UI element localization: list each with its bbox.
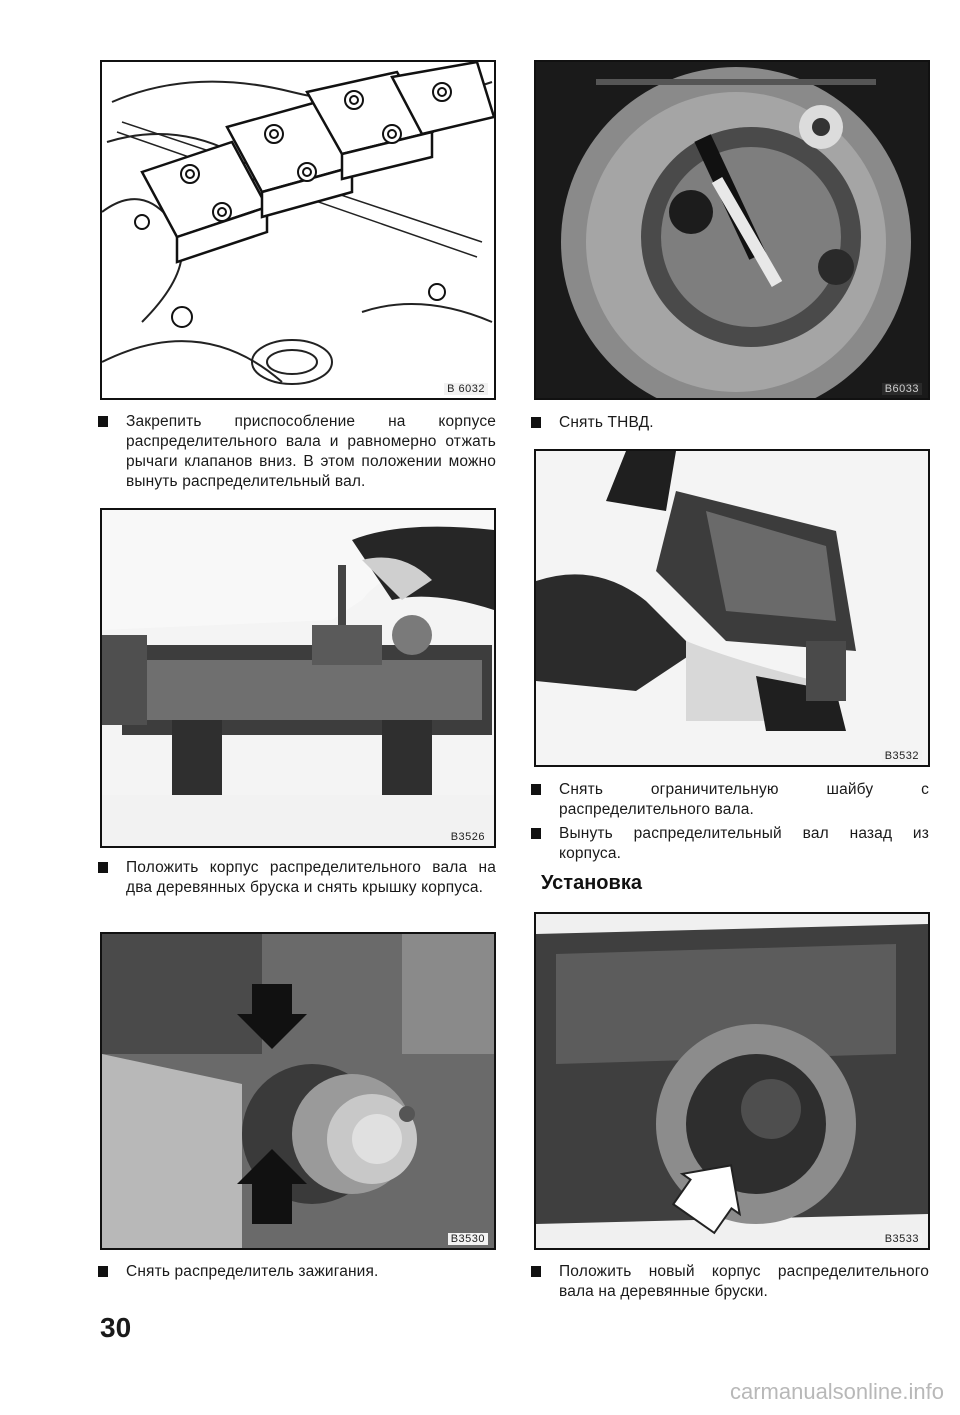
figure-label: B3526 [447, 831, 488, 843]
paragraph-remove-distributor: Снять распределитель зажигания. [98, 1262, 496, 1282]
paragraph-thrust-washer: Снять ограничительную шайбу с распредели… [531, 780, 929, 820]
bullet [531, 417, 541, 428]
paragraph-new-housing: Положить новый корпус распределительного… [531, 1262, 929, 1302]
bullet [531, 1266, 541, 1277]
figure-b3532: B3532 [534, 449, 930, 767]
figure-label: B3533 [881, 1233, 922, 1245]
page-number: 30 [100, 1312, 132, 1343]
figure-b3533: B3533 [534, 912, 930, 1250]
figure-label: B3530 [447, 1233, 488, 1245]
valve-tool-drawing [102, 62, 494, 385]
figure-b6032: B 6032 [100, 60, 496, 400]
figure-b3526: B3526 [100, 508, 496, 848]
figure-label: B 6032 [444, 383, 488, 395]
bullet [531, 828, 541, 839]
paragraph-wooden-blocks: Положить корпус распределительного вала … [98, 858, 496, 898]
watermark: carmanualsonline.info [729, 1379, 944, 1404]
pump-flange-photo [561, 67, 911, 398]
camshaft-housing-photo [102, 510, 494, 846]
paragraph-pull-camshaft: Вынуть распределительный вал назад из ко… [531, 824, 929, 864]
paragraph-remove-injection-pump: Снять ТНВД. [531, 413, 929, 433]
figure-label: B6033 [881, 383, 922, 395]
bullet [531, 784, 541, 795]
bullet [98, 1266, 108, 1277]
bullet [98, 862, 108, 873]
paragraph-fix-tool: Закрепить приспособление на корпусе расп… [98, 412, 496, 492]
remove-camshaft-photo [536, 451, 856, 731]
section-heading: Установка [541, 872, 642, 894]
figure-b6033: B6033 [534, 60, 930, 400]
bullet [98, 416, 108, 427]
figure-label: B3532 [881, 750, 922, 762]
distributor-photo [102, 934, 494, 1248]
figure-b3530: B3530 [100, 932, 496, 1250]
new-housing-photo [536, 914, 928, 1248]
